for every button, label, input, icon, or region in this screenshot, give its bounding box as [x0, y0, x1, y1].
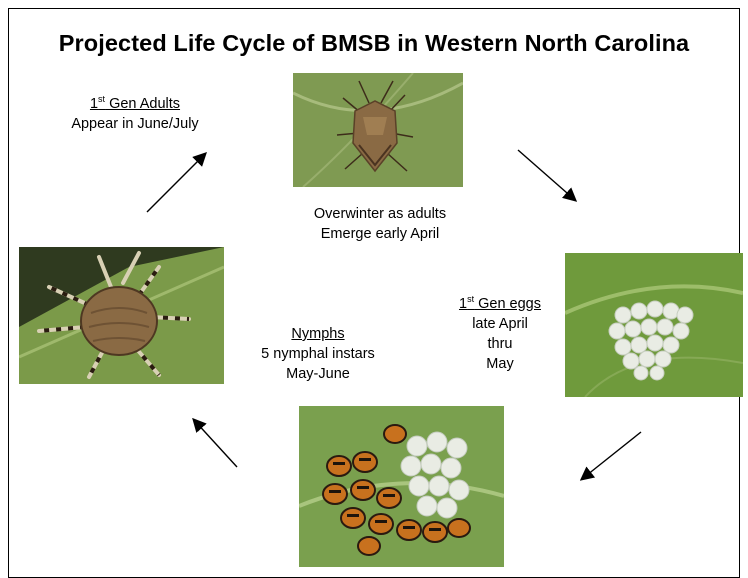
- eggs-caption: 1st Gen eggs late April thru May: [440, 294, 560, 374]
- nymphs-caption: Nymphs 5 nymphal instars May-June: [243, 324, 393, 384]
- arrow-to-hatching: [582, 432, 641, 479]
- eggs-line3: May: [440, 354, 560, 374]
- eggs-line2: thru: [440, 334, 560, 354]
- adults-heading: 1st Gen Adults: [40, 94, 230, 114]
- nymphs-heading: Nymphs: [243, 324, 393, 344]
- arrow-to-adults: [147, 154, 205, 212]
- nymphs-line1: 5 nymphal instars: [243, 344, 393, 364]
- eggs-line1: late April: [440, 314, 560, 334]
- overwinter-caption: Overwinter as adults Emerge early April: [280, 204, 480, 244]
- adults-line1: Appear in June/July: [40, 114, 230, 134]
- nymphs-line2: May-June: [243, 364, 393, 384]
- eggs-heading: 1st Gen eggs: [440, 294, 560, 314]
- arrow-to-eggs: [518, 150, 575, 200]
- arrow-to-nymph: [194, 420, 237, 467]
- overwinter-line1: Overwinter as adults: [280, 204, 480, 224]
- overwinter-line2: Emerge early April: [280, 224, 480, 244]
- adults-caption: 1st Gen Adults Appear in June/July: [40, 94, 230, 134]
